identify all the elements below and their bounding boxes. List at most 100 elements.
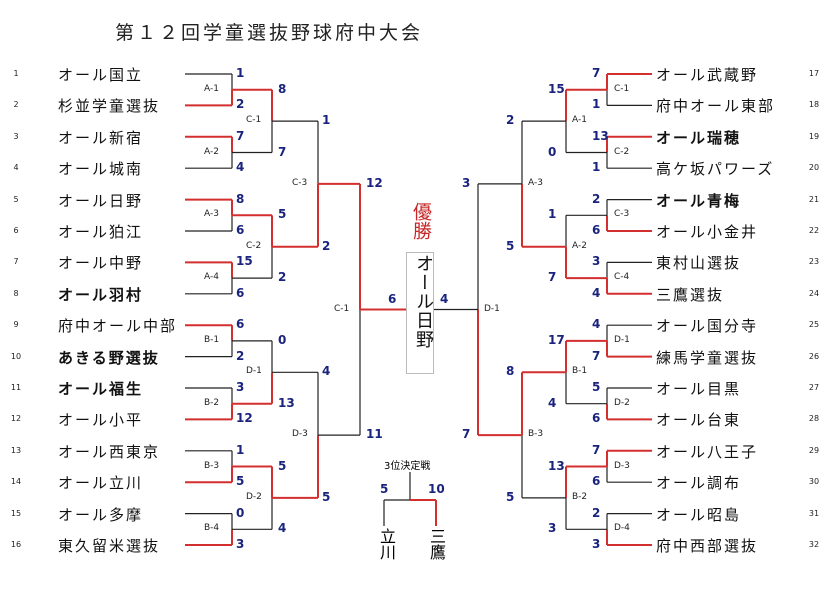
team-name: オール国分寺 (656, 317, 759, 336)
match-label: B-4 (204, 523, 220, 534)
team-seed-number: 5 (13, 194, 19, 204)
team-seed-number: 22 (808, 226, 820, 235)
match-label: D-1 (614, 334, 630, 345)
score-value: 1 (592, 160, 601, 175)
score-value: 6 (388, 291, 397, 306)
team-name: オール日野 (58, 191, 144, 210)
team-name: オール立川 (58, 474, 144, 493)
score-value: 1 (592, 97, 601, 112)
score-value: 2 (506, 113, 515, 128)
match-label: A-2 (204, 146, 219, 157)
score-value: 1 (236, 442, 245, 457)
team-seed-number: 12 (10, 414, 22, 424)
team-seed-number: 10 (10, 351, 22, 361)
match-label: B-2 (572, 491, 588, 502)
match-label: B-3 (204, 460, 220, 471)
team-name: オール西東京 (58, 442, 161, 461)
team-seed-number: 4 (13, 163, 19, 173)
score-value: 4 (592, 317, 601, 332)
score-value: 3 (462, 175, 471, 190)
third-place-title: 3位決定戦 (384, 461, 431, 472)
match-label: A-1 (572, 115, 587, 126)
score-value: 8 (236, 191, 245, 206)
team-name: あきる野選抜 (58, 348, 160, 367)
score-value: 7 (462, 427, 471, 442)
team-name: オール武蔵野 (656, 66, 759, 84)
match-label: C-3 (292, 177, 308, 188)
third-place-left-score: 5 (380, 482, 389, 496)
score-value: 1 (548, 207, 557, 222)
match-label: D-2 (246, 491, 262, 502)
team-seed-number: 29 (808, 445, 820, 455)
team-name: オール台東 (656, 411, 742, 430)
team-seed-number: 20 (808, 163, 820, 173)
score-value: 12 (236, 411, 253, 426)
team-seed-number: 19 (808, 131, 820, 141)
team-seed-number: 30 (808, 477, 820, 487)
match-label: C-1 (334, 303, 350, 314)
score-value: 7 (592, 348, 601, 363)
score-value: 3 (236, 380, 245, 394)
score-value: 3 (548, 521, 557, 536)
team-seed-number: 3 (13, 131, 19, 141)
match-label: A-3 (528, 177, 543, 188)
score-value: 12 (366, 175, 383, 190)
score-value: 2 (278, 270, 287, 285)
team-name: オール多摩 (58, 505, 144, 524)
score-value: 0 (548, 144, 557, 159)
score-value: 17 (548, 332, 565, 347)
score-value: 4 (322, 364, 331, 379)
match-label: C-3 (614, 209, 630, 220)
score-value: 7 (236, 128, 245, 143)
match-label: D-3 (292, 429, 308, 440)
score-value: 6 (236, 317, 245, 332)
champion-team: オール日野 (413, 254, 434, 349)
score-value: 7 (592, 66, 601, 80)
score-value: 2 (236, 97, 245, 112)
team-name: オール中野 (58, 254, 144, 273)
match-label: A-1 (204, 83, 219, 94)
score-value: 5 (278, 458, 287, 473)
match-label: A-2 (572, 240, 587, 251)
score-value: 2 (236, 348, 245, 363)
score-value: 5 (322, 489, 331, 504)
match-label: C-2 (246, 240, 262, 251)
score-value: 7 (278, 144, 287, 159)
team-name: 府中西部選抜 (656, 537, 759, 555)
match-label: B-1 (204, 334, 220, 345)
team-name: 高ケ坂パワーズ (656, 160, 775, 179)
team-seed-number: 27 (808, 383, 820, 392)
score-value: 4 (278, 521, 287, 536)
team-seed-number: 21 (808, 194, 820, 204)
score-value: 8 (506, 364, 515, 379)
team-seed-number: 17 (808, 69, 820, 78)
team-name: オール八王子 (656, 442, 759, 461)
team-name: オール昭島 (656, 505, 742, 524)
match-label: D-1 (484, 303, 500, 314)
score-value: 15 (236, 254, 253, 269)
score-value: 5 (506, 489, 515, 504)
score-value: 1 (236, 66, 245, 80)
team-seed-number: 32 (808, 540, 820, 549)
team-seed-number: 23 (808, 257, 820, 267)
score-value: 2 (592, 191, 601, 206)
score-value: 3 (592, 254, 601, 269)
score-value: 13 (548, 458, 565, 473)
team-name: オール小平 (58, 411, 144, 430)
team-seed-number: 1 (13, 69, 19, 78)
team-seed-number: 11 (10, 383, 22, 392)
score-value: 7 (548, 270, 557, 285)
score-value: 2 (592, 505, 601, 520)
score-value: 1 (322, 113, 331, 128)
team-seed-number: 13 (10, 445, 22, 455)
score-value: 4 (548, 395, 557, 410)
score-value: 6 (592, 411, 601, 426)
team-seed-number: 24 (808, 288, 820, 298)
team-name: オール羽村 (58, 285, 144, 304)
score-value: 5 (236, 474, 245, 489)
team-name: オール青梅 (656, 191, 742, 210)
score-value: 11 (366, 427, 383, 442)
team-name: オール国立 (58, 66, 144, 84)
match-label: C-1 (614, 83, 630, 94)
